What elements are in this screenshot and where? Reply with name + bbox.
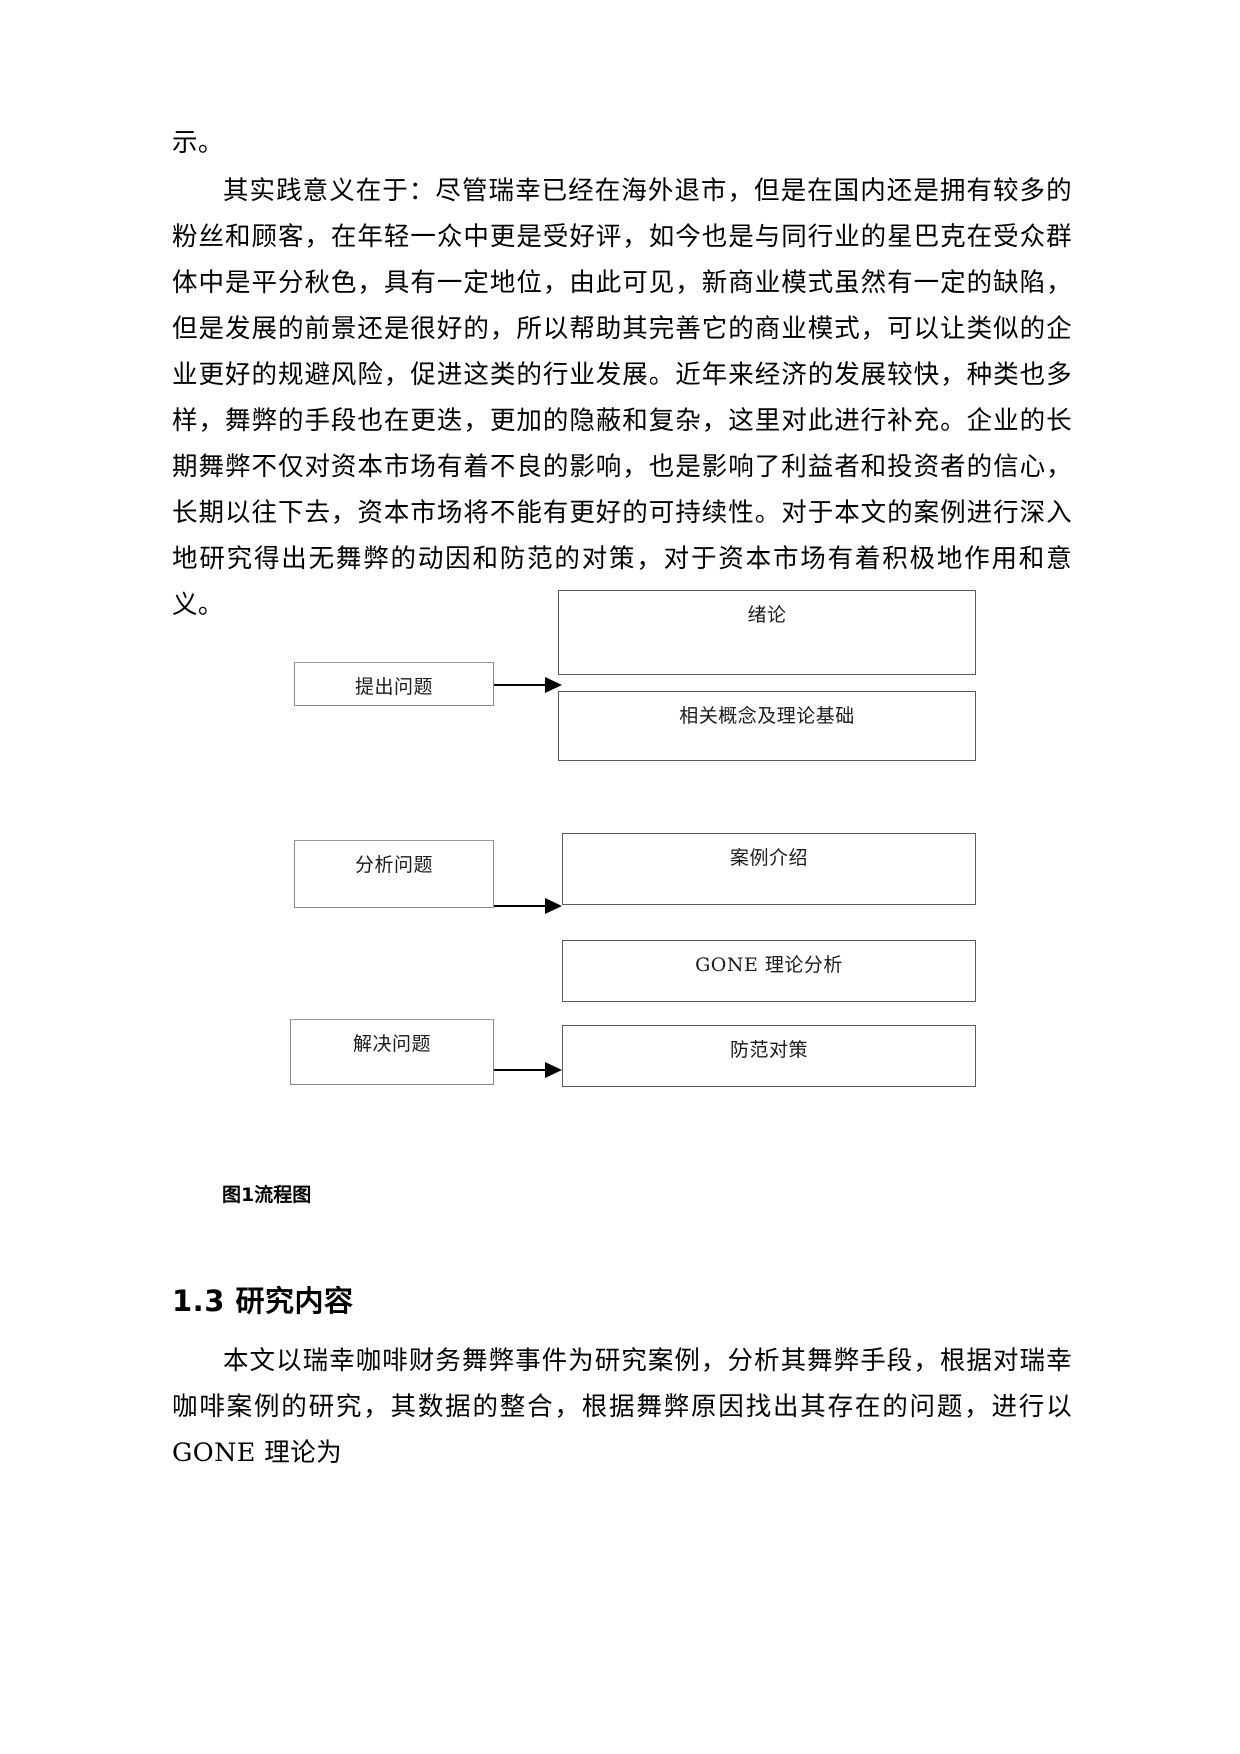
arrow-head-icon <box>545 677 562 693</box>
top-text-fragment-block: 示。 <box>172 120 1072 166</box>
arrow-line <box>494 684 546 686</box>
flow-node-prevention[interactable]: 防范对策 <box>562 1025 976 1087</box>
flowchart: 绪论 相关概念及理论基础 案例介绍 GONE 理论分析 防范对策 提出问题 分析… <box>0 585 1240 1145</box>
flow-arrow-raise-to-xulun <box>494 677 562 693</box>
paragraph-2: 本文以瑞幸咖啡财务舞弊事件为研究案例，分析其舞弊手段，根据对瑞幸咖啡案例的研究，… <box>172 1346 1072 1468</box>
flow-node-case-intro[interactable]: 案例介绍 <box>562 833 976 905</box>
arrow-line <box>494 1069 546 1071</box>
flow-node-concepts-theory[interactable]: 相关概念及理论基础 <box>558 691 976 761</box>
paragraph-2-block: 本文以瑞幸咖啡财务舞弊事件为研究案例，分析其舞弊手段，根据对瑞幸咖啡案例的研究，… <box>172 1338 1072 1476</box>
top-text-fragment: 示。 <box>172 128 224 158</box>
paragraph-1: 其实践意义在于：尽管瑞幸已经在海外退市，但是在国内还是拥有较多的粉丝和顾客，在年… <box>172 176 1072 620</box>
flow-node-gone-analysis[interactable]: GONE 理论分析 <box>562 940 976 1002</box>
flow-arrow-solve-to-prevention <box>494 1062 562 1078</box>
flow-arrow-analyze-to-case <box>494 898 562 914</box>
paragraph-1-block: 其实践意义在于：尽管瑞幸已经在海外退市，但是在国内还是拥有较多的粉丝和顾客，在年… <box>172 168 1072 628</box>
arrow-head-icon <box>545 898 562 914</box>
figure-caption: 图1流程图 <box>222 1184 312 1206</box>
section-heading-1-3: 1.3 研究内容 <box>172 1284 354 1318</box>
flow-node-analyze-question[interactable]: 分析问题 <box>294 840 494 908</box>
arrow-line <box>494 905 546 907</box>
flow-node-xulun[interactable]: 绪论 <box>558 590 976 675</box>
flow-node-solve-question[interactable]: 解决问题 <box>290 1019 494 1085</box>
arrow-head-icon <box>545 1062 562 1078</box>
flow-node-raise-question[interactable]: 提出问题 <box>294 662 494 706</box>
